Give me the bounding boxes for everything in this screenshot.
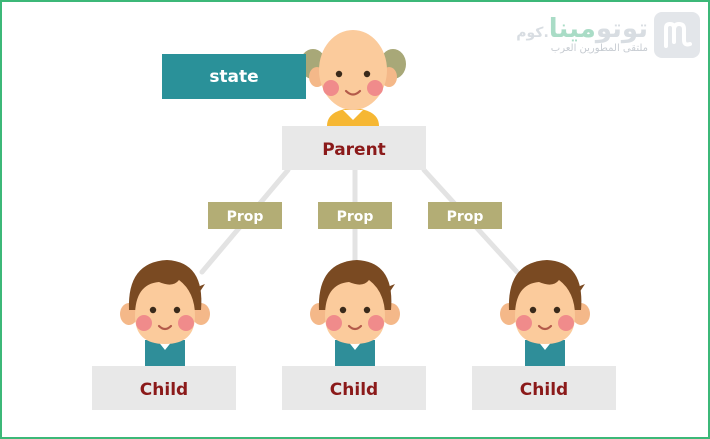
state-label: state [209, 67, 258, 87]
parent-node: Parent [282, 126, 426, 170]
brand-watermark: توتومينا.كوم ملتقى المطورين العرب [516, 12, 700, 58]
brand-name: توتومينا.كوم [516, 16, 648, 42]
boy-avatar-icon [500, 260, 590, 370]
prop-badge-right: Prop [428, 202, 502, 229]
child-label-right: Child [520, 380, 568, 400]
state-node: state [162, 54, 306, 99]
grandpa-avatar-icon [300, 30, 406, 130]
prop-label-left: Prop [227, 209, 264, 225]
brand-tagline: ملتقى المطورين العرب [550, 43, 648, 54]
prop-label-right: Prop [447, 209, 484, 225]
boy-avatar-icon [310, 260, 400, 370]
child-label-left: Child [140, 380, 188, 400]
parent-label: Parent [322, 140, 386, 160]
prop-badge-left: Prop [208, 202, 282, 229]
brand-name-suffix: .كوم [516, 25, 549, 41]
prop-badge-center: Prop [318, 202, 392, 229]
prop-label-center: Prop [337, 209, 374, 225]
child-label-center: Child [330, 380, 378, 400]
child-node-right: Child [472, 366, 616, 410]
totomina-logo-icon [654, 12, 700, 58]
brand-text: توتومينا.كوم ملتقى المطورين العرب [516, 16, 648, 54]
brand-name-accent: مينا [548, 14, 596, 44]
child-node-center: Child [282, 366, 426, 410]
child-node-left: Child [92, 366, 236, 410]
brand-name-main: توتو [595, 14, 648, 44]
boy-avatar-icon [120, 260, 210, 370]
